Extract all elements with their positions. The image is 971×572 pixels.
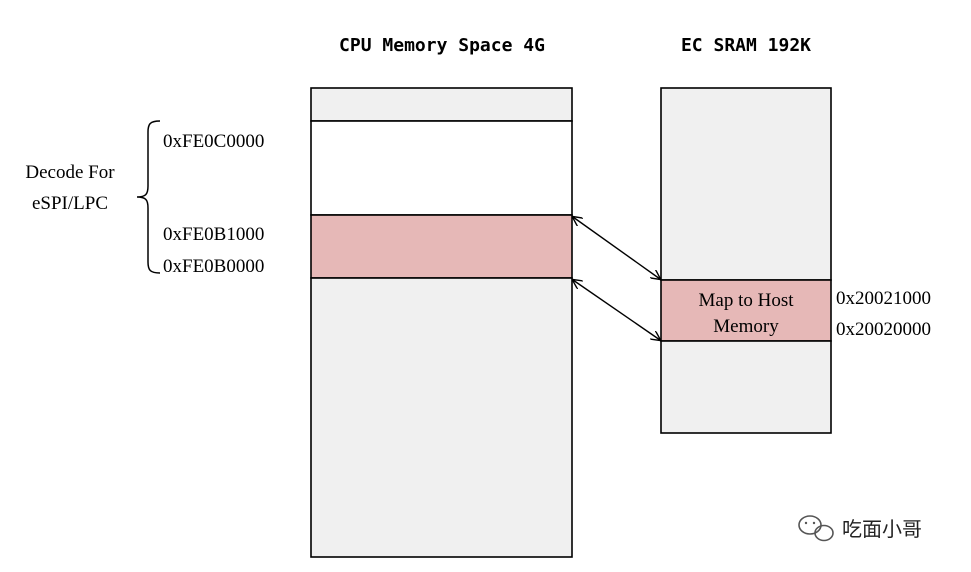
ec-sram-title: EC SRAM 192K — [681, 35, 811, 56]
watermark-text: 吃面小哥 — [842, 517, 922, 541]
ec-map-label-line1: Map to Host — [699, 290, 795, 311]
cpu-top-region — [310, 87, 573, 122]
cpu-addr-top: 0xFE0C0000 — [163, 131, 264, 152]
ec-lower-region — [660, 340, 832, 434]
cpu-memory-block — [310, 87, 573, 558]
decode-brace — [136, 120, 161, 274]
map-arrow-lower — [573, 280, 660, 340]
ec-sram-block: Map to Host Memory — [660, 87, 832, 434]
map-arrow-upper — [573, 217, 660, 279]
cpu-memory-title: CPU Memory Space 4G — [339, 35, 545, 56]
cpu-lower-region — [310, 277, 573, 558]
wechat-icon — [798, 515, 834, 542]
decode-label-line2: eSPI/LPC — [32, 193, 108, 214]
cpu-mapped-region — [310, 214, 573, 279]
ec-addr-top: 0x20021000 — [836, 288, 931, 309]
cpu-addr-bottom: 0xFE0B0000 — [163, 256, 264, 277]
cpu-decode-region — [310, 120, 573, 216]
watermark: 吃面小哥 — [798, 515, 922, 542]
decode-label-line1: Decode For — [25, 162, 115, 183]
cpu-addr-mid: 0xFE0B1000 — [163, 224, 264, 245]
ec-addr-bottom: 0x20020000 — [836, 319, 931, 340]
ec-map-label-line2: Memory — [713, 316, 779, 337]
ec-upper-region — [660, 87, 832, 281]
ec-mapped-region — [660, 279, 832, 342]
